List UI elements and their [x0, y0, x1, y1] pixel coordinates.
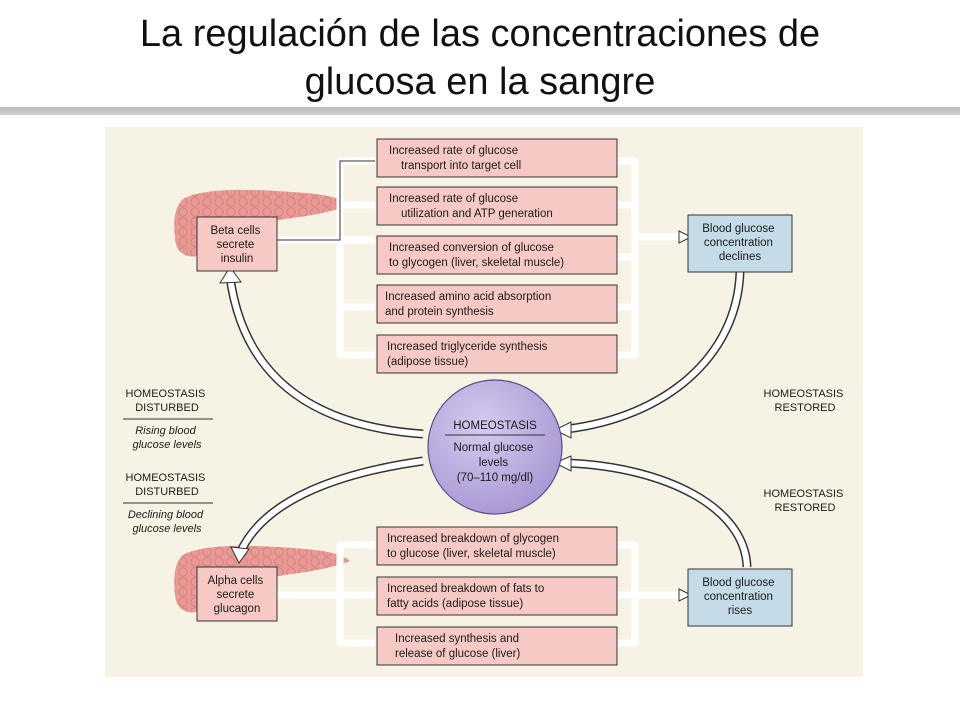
glucose-rises-label: Blood glucose concentration rises — [702, 577, 777, 617]
disturbed-bottom-detail: Declining blood glucose levels — [128, 509, 206, 535]
diagram-canvas: Beta cells secrete insulin Alpha cells s… — [123, 138, 847, 666]
homeostasis-heading: HOMEOSTASIS — [453, 420, 537, 432]
beta-cells-box — [196, 216, 278, 272]
alpha-cells-label: Alpha cells secrete glucagon — [208, 575, 267, 615]
glucose-regulation-diagram: Beta cells secrete insulin Alpha cells s… — [105, 127, 863, 677]
title-line-2: glucosa en la sangre — [304, 61, 656, 103]
beta-cells-label: Beta cells secrete insulin — [210, 225, 263, 265]
connector-outlines — [277, 160, 375, 241]
glucagon-effect-box — [376, 576, 618, 616]
disturbed-top-heading: HOMEOSTASIS DISTURBED — [126, 388, 209, 414]
feedback-arrows-fill — [227, 271, 750, 568]
glucose-declines-box — [687, 214, 793, 273]
disturbed-top-detail: Rising blood glucose levels — [132, 425, 202, 451]
glucagon-effect-box — [376, 626, 618, 666]
insulin-effect-box — [376, 334, 618, 374]
slide-title: La regulación de las concentraciones de … — [0, 10, 960, 106]
glucagon-effect-box — [376, 526, 618, 566]
alpha-cells-box — [196, 566, 278, 622]
restored-top-label: HOMEOSTASIS RESTORED — [764, 388, 847, 414]
insulin-effect-box — [376, 284, 618, 324]
homeostasis-detail: Normal glucose levels (70–110 mg/dl) — [453, 442, 536, 484]
restored-bottom-label: HOMEOSTASIS RESTORED — [764, 488, 847, 514]
insulin-effect-box — [376, 235, 618, 275]
insulin-effect-box — [376, 138, 618, 178]
glucose-rises-box — [687, 568, 793, 627]
disturbed-bottom-heading: HOMEOSTASIS DISTURBED — [126, 472, 209, 498]
arrowheads — [219, 230, 693, 602]
insulin-effect-box — [376, 186, 618, 226]
title-line-1: La regulación de las concentraciones de — [139, 13, 821, 55]
glucose-declines-label: Blood glucose concentration declines — [702, 223, 777, 263]
title-divider — [0, 107, 960, 115]
homeostasis-circle — [427, 379, 563, 515]
insulin-effect-text: Increased triglyceride synthesis(adipose… — [387, 341, 548, 368]
